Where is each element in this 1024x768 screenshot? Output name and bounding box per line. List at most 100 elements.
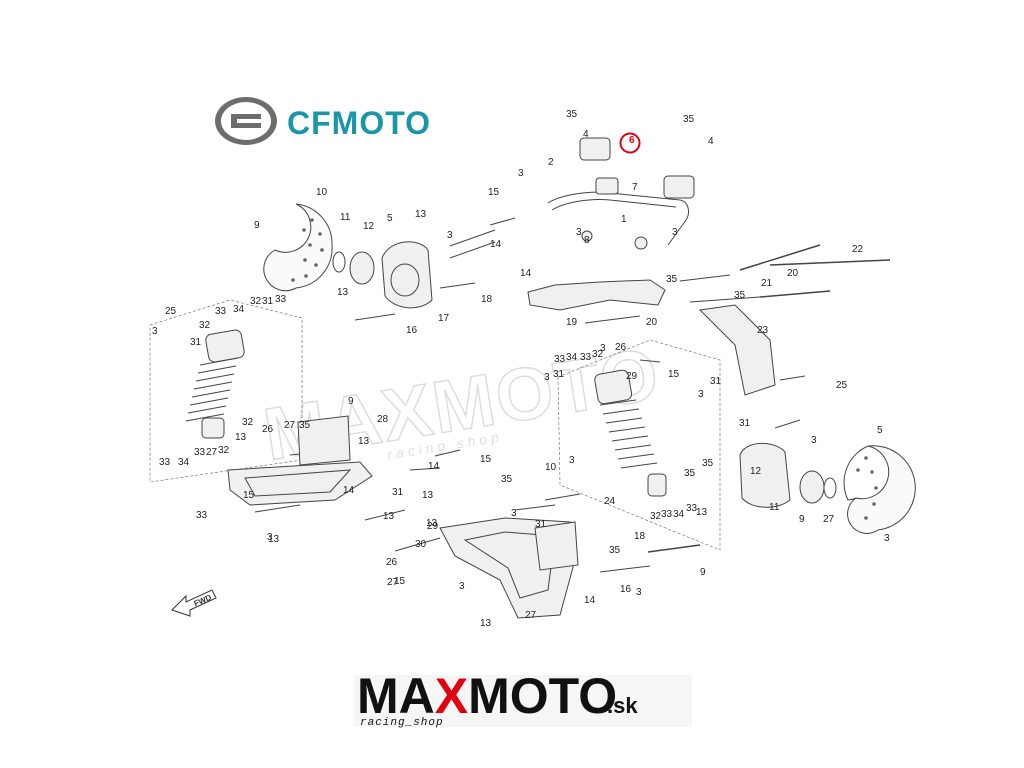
callout-label: 26 [615,342,627,353]
callout-label: 24 [604,496,616,507]
callout-label: 3 [884,533,890,544]
shock-absorber-right [557,339,721,551]
callout-label: 15 [668,369,680,380]
callout-label: 9 [254,220,260,231]
callout-label: 35 [609,545,621,556]
bracket-23 [698,304,776,396]
callout-label: 13 [383,511,395,522]
callout-label: 11 [769,502,780,513]
callout-label: 13 [480,618,492,629]
callout-label: 32 [250,296,262,307]
callout-label: 10 [545,462,557,473]
bushing-clamp-left [579,137,611,161]
callout-label: 21 [761,278,773,289]
callout-label: 14 [584,595,596,606]
callout-label: 15 [480,454,492,465]
bushing-clamp-right [663,175,695,199]
callout-label: 16 [406,325,418,336]
callout-label: 16 [620,584,632,595]
link-end [634,236,648,250]
callout-label: 17 [438,313,450,324]
callout-label: 35 [501,474,513,485]
callout-label: 9 [700,567,706,578]
knuckle-24 [739,442,791,508]
guard-29-left [297,415,351,466]
callout-label: 32 [218,445,230,456]
callout-label: 3 [576,227,582,238]
callout-label: 20 [787,268,799,279]
callout-label: 31 [739,418,751,429]
callout-label: 18 [481,294,493,305]
callout-label: 33 [215,306,227,317]
callout-label: 9 [799,514,805,525]
bearing-12 [349,251,375,285]
callout-label: 32 [650,511,662,522]
shock-absorber-left [149,299,303,483]
callout-label: 35 [684,468,696,479]
callout-label: 3 [544,372,550,383]
stabilizer-bar [547,191,689,246]
callout-label: 14 [490,239,502,250]
callout-label: 4 [583,129,589,140]
maxmoto-wordmark: MAXMOTO [357,668,617,724]
callout-label: 3 [447,230,453,241]
callout-label: 31 [553,369,565,380]
callout-label: 3 [569,455,575,466]
stabilizer-bar-group [547,137,695,250]
callout-label: 33 [275,294,287,305]
fwd-label: FWD [193,593,214,609]
callout-label: 14 [520,268,532,279]
snap-ring-11-right [823,477,837,499]
callout-label: 26 [262,424,274,435]
callout-label: 31 [710,376,722,387]
callout-label-highlighted: 6 [629,135,635,146]
knuckle-17 [381,241,433,309]
callout-label: 29 [427,521,439,532]
callout-label: 34 [673,509,685,520]
callout-label: 14 [428,461,440,472]
callout-label: 5 [877,425,883,436]
callout-label: 29 [626,371,638,382]
callout-label: 31 [262,296,274,307]
callout-label: 33 [661,509,673,520]
knuckle-right [739,442,916,534]
maxmoto-logo: MAXMOTO .sk racing_shop [354,668,692,729]
callout-label: 25 [836,380,848,391]
callout-label: 23 [757,325,769,336]
callout-label: 9 [348,396,354,407]
callout-label: 12 [363,221,375,232]
callout-label: 26 [386,557,398,568]
callout-label: 12 [750,466,762,477]
shock-spring-right [599,399,658,469]
callout-label: 14 [343,485,355,496]
callout-label: 31 [392,487,404,498]
cfmoto-emblem-icon [215,97,277,145]
callout-label: 35 [666,274,678,285]
callout-label: 18 [634,531,646,542]
callout-label: 27 [206,447,218,458]
callout-label: 27 [823,514,835,525]
callout-label: 28 [377,414,389,425]
callout-label: 3 [636,587,642,598]
callout-label: 19 [566,317,578,328]
callout-label: 35 [683,114,695,125]
callout-label: 10 [316,187,328,198]
callout-label: 27 [387,577,399,588]
callout-label: 7 [632,182,638,193]
callout-label: 13 [337,287,349,298]
callout-label: 35 [702,458,714,469]
callout-label: 27 [525,610,537,621]
link-8 [581,230,593,242]
callout-label: 31 [535,519,547,530]
callout-label: 34 [233,304,245,315]
callout-label: 8 [584,235,590,246]
callout-label: 33 [196,510,208,521]
brake-disc-right [843,445,916,534]
brand-name: CFMOTO [287,105,431,141]
callout-label: 2 [548,157,554,168]
callout-label: 32 [592,349,604,360]
lower-a-arm-right [439,517,579,619]
callout-label: 15 [394,576,406,587]
